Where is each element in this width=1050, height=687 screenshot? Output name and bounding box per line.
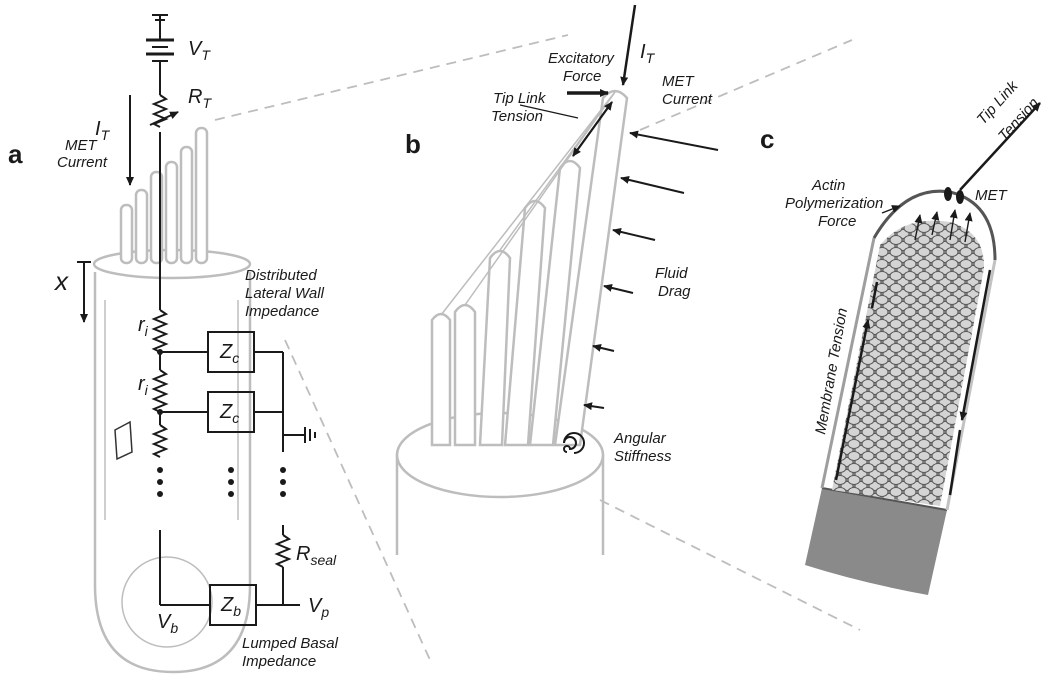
vb-label: Vb <box>157 611 178 636</box>
x-label: x <box>53 266 69 296</box>
membrane-tension-arrow-left <box>834 319 871 481</box>
fluid-drag-arrow-2 <box>620 175 685 194</box>
vt-label: VT <box>188 38 211 63</box>
rseal-label: Rseal <box>296 543 337 568</box>
it-arrow-b <box>620 4 637 86</box>
stereocilium-c <box>805 187 997 595</box>
met-label-b-2: Current <box>662 91 713 108</box>
forces-b <box>519 4 719 454</box>
actin-label-1: Actin <box>811 177 845 194</box>
panel-label-b: b <box>405 129 421 159</box>
forces-c <box>834 102 1041 496</box>
met-current-label-a-2: Current <box>57 154 108 171</box>
it-label-b: IT <box>640 41 656 66</box>
met-channel-right <box>956 190 964 204</box>
fluid-drag-label-1: Fluid <box>655 265 688 282</box>
ri-resistor-1 <box>151 309 169 353</box>
it-label-a: IT <box>95 118 111 143</box>
fluid-drag-arrow-1 <box>629 130 719 151</box>
lateral-wall-label-1: Distributed <box>245 267 317 284</box>
met-current-label-a-1: MET <box>65 137 99 154</box>
zc-label-1: Zc <box>219 341 239 366</box>
zb-label: Zb <box>220 594 241 619</box>
organelle-icon <box>114 420 133 461</box>
met-label-b-1: MET <box>662 73 696 90</box>
circuit-a <box>77 14 316 626</box>
basal-label-2: Impedance <box>242 653 316 670</box>
panel-label-c: c <box>760 124 774 154</box>
zoom-guide-lines <box>214 34 861 661</box>
excitatory-label-2: Force <box>563 68 601 85</box>
met-label-c: MET <box>975 187 1009 204</box>
fluid-drag-arrow-4 <box>603 283 634 294</box>
angular-label-2: Stiffness <box>614 448 672 465</box>
ri-label-2: ri <box>138 373 149 398</box>
ri-label-1: ri <box>138 314 149 339</box>
ri-resistor-3 <box>151 424 169 458</box>
excitatory-label-1: Excitatory <box>548 50 615 67</box>
basal-label-1: Lumped Basal <box>242 635 339 652</box>
hair-bundle-b <box>430 89 629 447</box>
hair-bundle-a <box>119 126 209 265</box>
tip-link-tension-arrow-b <box>572 101 613 157</box>
actin-label-3: Force <box>818 213 856 230</box>
vp-label: Vp <box>308 595 329 620</box>
met-channel-left <box>944 187 952 201</box>
tip-link-tension-arrow-c <box>959 102 1041 191</box>
tiplink-label-b-2: Tension <box>491 108 543 125</box>
rseal-resistor <box>274 534 292 568</box>
fluid-drag-arrow-5 <box>592 343 615 352</box>
continuation-dots <box>157 467 286 497</box>
fluid-drag-label-2: Drag <box>658 283 691 300</box>
angular-label-1: Angular <box>613 430 667 447</box>
tiplink-label-b-1: Tip Link <box>493 90 547 107</box>
panel-label-a: a <box>8 139 23 169</box>
fluid-drag-arrow-6 <box>583 402 605 411</box>
fluid-drag-arrow-3 <box>612 227 656 241</box>
zc-label-2: Zc <box>219 401 239 426</box>
membrane-tension-arrow-right <box>959 269 992 421</box>
lateral-wall-label-2: Lateral Wall <box>245 285 325 302</box>
ri-resistor-2 <box>151 369 169 413</box>
rt-label: RT <box>188 86 212 111</box>
lateral-wall-label-3: Impedance <box>245 303 319 320</box>
actin-label-2: Polymerization <box>785 195 883 212</box>
angular-stiffness-spiral <box>563 432 585 454</box>
